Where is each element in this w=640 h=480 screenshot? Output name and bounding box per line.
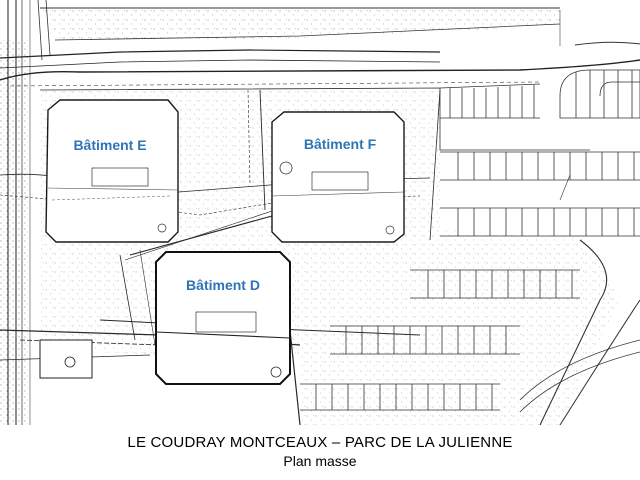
caption-title: LE COUDRAY MONTCEAUX – PARC DE LA JULIEN…: [127, 434, 513, 451]
label-building-d: Bâtiment D: [186, 277, 260, 293]
label-building-f: Bâtiment F: [304, 136, 377, 152]
label-building-e: Bâtiment E: [73, 137, 146, 153]
building-f: [271, 111, 405, 243]
left-corridor: [0, 0, 51, 425]
top-road: [0, 7, 640, 87]
building-e: [45, 99, 179, 243]
site-plan-drawing: Bâtiment E Bâtiment F Bâtiment D: [0, 0, 640, 425]
building-d: [155, 251, 291, 385]
caption-subtitle: Plan masse: [283, 453, 357, 469]
plan-caption: LE COUDRAY MONTCEAUX – PARC DE LA JULIEN…: [0, 433, 640, 471]
parking-area: [300, 69, 640, 425]
gatehouse: [39, 339, 93, 379]
